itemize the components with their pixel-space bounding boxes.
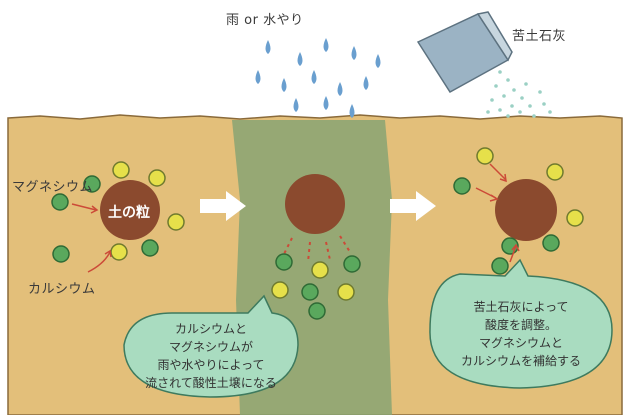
calcium-particle	[110, 243, 128, 261]
bubble-line: 流されて酸性土壌になる	[145, 376, 277, 390]
magnesium-particle	[83, 175, 101, 193]
bubble-line: マグネシウムと	[478, 336, 563, 350]
bubble-line: カルシウムを補給する	[460, 354, 581, 368]
rain-label: 雨 or 水やり	[226, 13, 304, 28]
calcium-particle	[566, 209, 584, 227]
magnesium-particle	[301, 283, 319, 301]
magnesium-particle	[453, 177, 471, 195]
calcium-particle	[167, 213, 185, 231]
calcium-particle	[546, 163, 564, 181]
speech-bubble-leaching	[123, 294, 299, 398]
raindrop-icon	[255, 38, 381, 118]
lime-label: 苦土石灰	[512, 29, 567, 44]
bubble-line: カルシウムと	[174, 322, 247, 336]
bubble-line: 酸度を調整。	[484, 318, 557, 332]
magnesium-label: マグネシウム	[12, 180, 94, 195]
calcium-particle	[476, 147, 494, 165]
calcium-particle	[148, 169, 166, 187]
magnesium-particle	[491, 257, 509, 275]
soil-grain	[495, 179, 557, 241]
soil-grain	[100, 180, 160, 240]
leaching-lines	[283, 235, 351, 263]
calcium-particle	[337, 283, 355, 301]
soil-grain-label: 土の粒	[108, 205, 150, 221]
calcium-label: カルシウム	[28, 282, 96, 297]
magnesium-particle	[141, 239, 159, 257]
bubble-line: 雨や水やりによって	[157, 358, 265, 372]
magnesium-particle	[343, 255, 361, 273]
bubble-line: 苦土石灰によって	[473, 300, 569, 314]
bubble-line: マグネシウムが	[168, 340, 253, 354]
leaching-bubble-text: カルシウムと マグネシウムが 雨や水やりによって 流されて酸性土壌になる	[132, 320, 290, 392]
speech-bubble-lime-effect	[429, 258, 613, 389]
calcium-particle	[311, 261, 329, 279]
magnesium-particle	[52, 245, 70, 263]
lime-effect-bubble-text: 苦土石灰によって 酸度を調整。 マグネシウムと カルシウムを補給する	[438, 298, 604, 370]
pointer-arrow	[71, 203, 97, 211]
arrow-right-icon	[200, 191, 246, 221]
pointer-arrow	[87, 251, 111, 273]
magnesium-particle	[275, 253, 293, 271]
magnesium-particle	[542, 234, 560, 252]
arrow-right-icon	[390, 191, 436, 221]
soil-grain	[285, 174, 345, 234]
calcium-particle	[112, 161, 130, 179]
lime-powder	[486, 70, 552, 118]
lime-bag-icon	[416, 11, 513, 93]
pointer-arrow	[509, 245, 517, 263]
magnesium-particle	[51, 193, 69, 211]
magnesium-particle	[308, 302, 326, 320]
calcium-particle	[271, 281, 289, 299]
